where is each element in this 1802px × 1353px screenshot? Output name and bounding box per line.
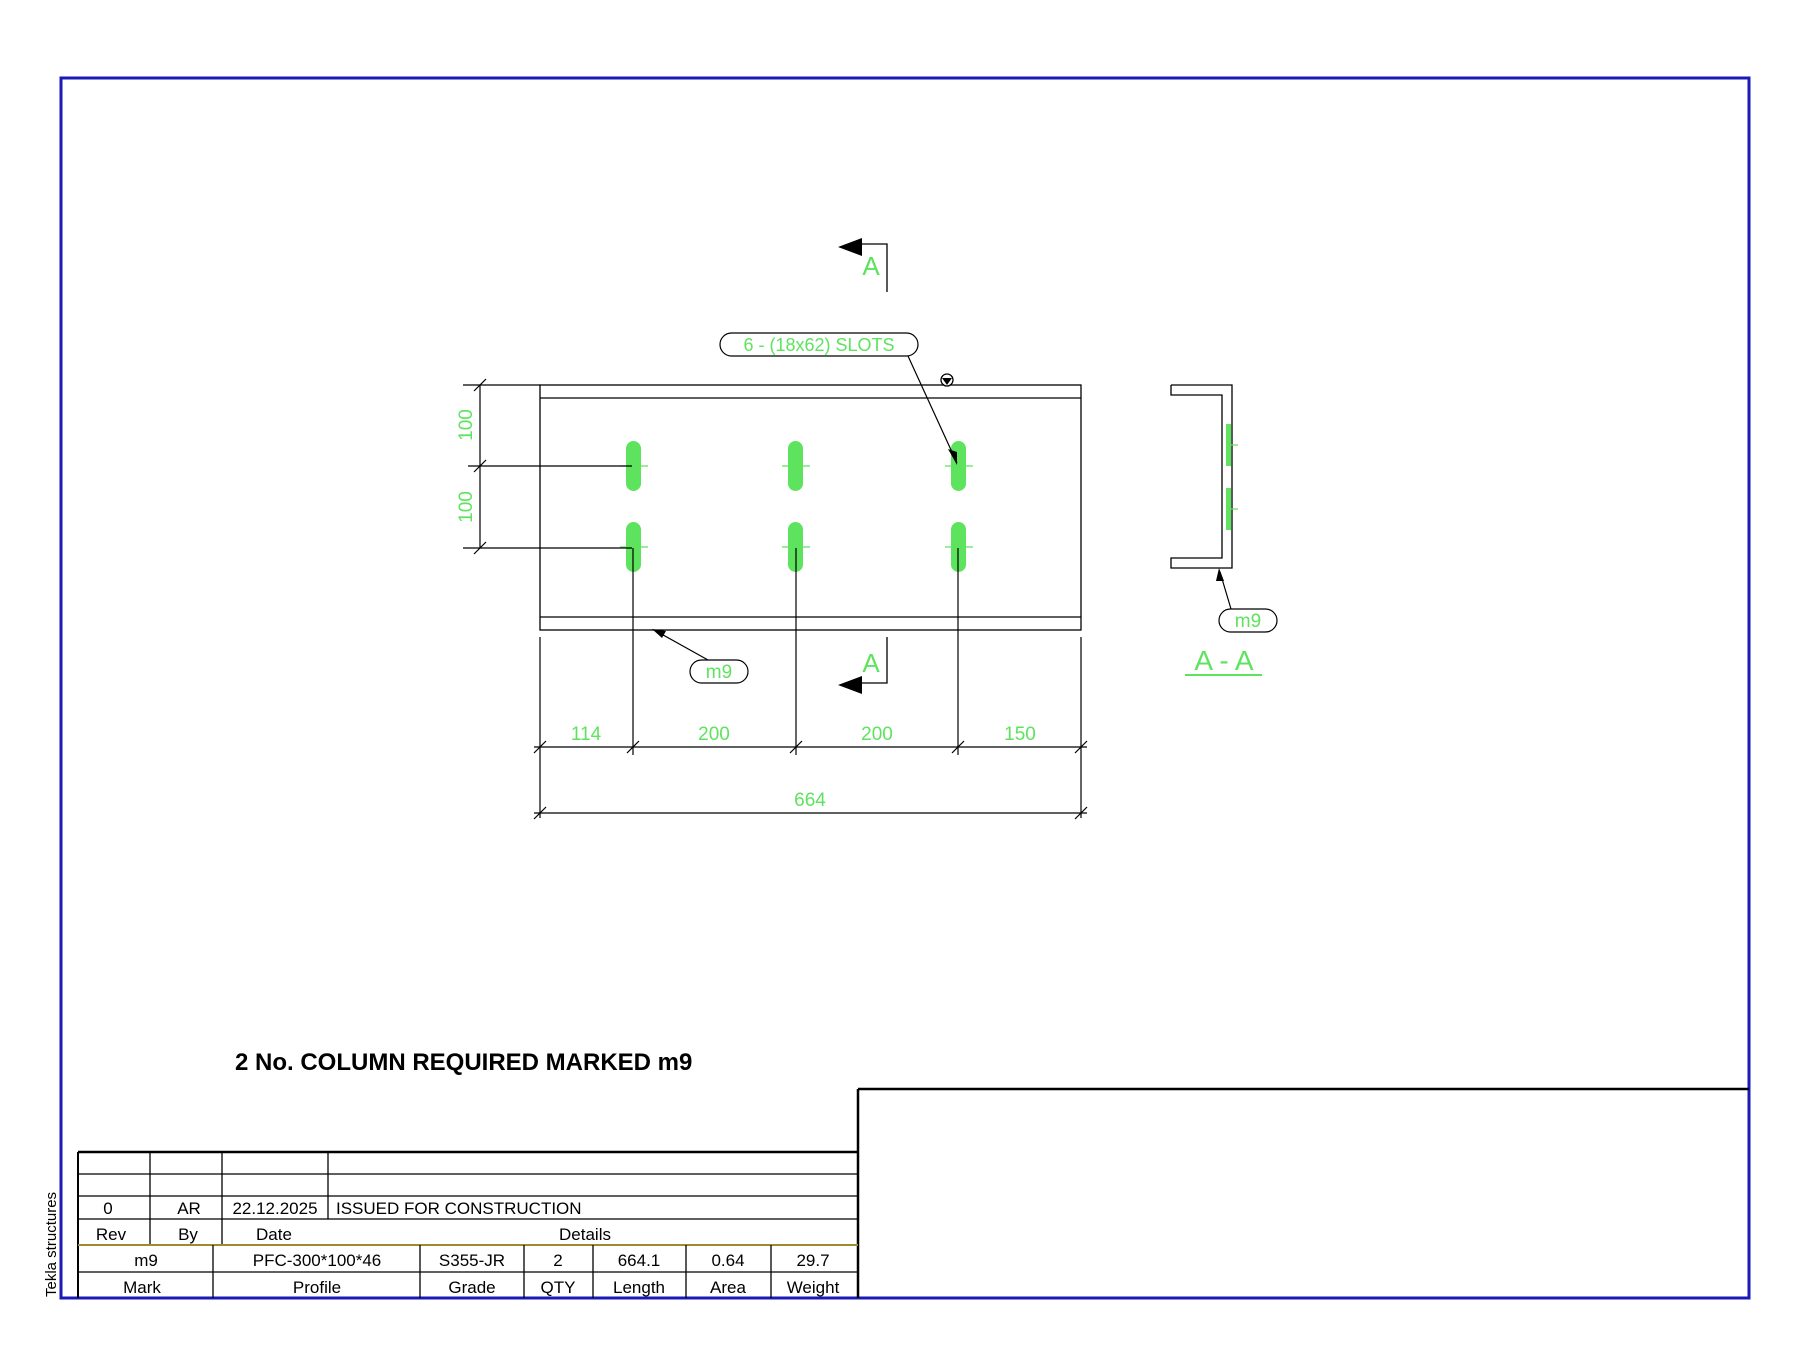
drawing-note: 2 No. COLUMN REQUIRED MARKED m9 bbox=[235, 1049, 692, 1076]
slot-centre-marks bbox=[620, 465, 973, 548]
part-weight: 29.7 bbox=[796, 1251, 829, 1270]
revision-rev: 0 bbox=[103, 1199, 112, 1218]
dimension-vertical: 100 bbox=[456, 409, 477, 441]
slots-leader bbox=[907, 355, 958, 464]
revision-table-grid bbox=[77, 1150, 858, 1298]
part-area: 0.64 bbox=[711, 1251, 744, 1270]
slots-leader-arrow bbox=[948, 449, 957, 465]
dimension-horizontal: 200 bbox=[698, 724, 730, 745]
revision-by: AR bbox=[177, 1199, 201, 1218]
part-mark-plan: m9 bbox=[706, 662, 732, 683]
revision-header-details: Details bbox=[559, 1225, 611, 1244]
parts-header-mark: Mark bbox=[123, 1278, 161, 1297]
side-label: Tekla structures bbox=[43, 1192, 60, 1297]
slots-callout-box bbox=[719, 332, 919, 357]
revision-header-date: Date bbox=[256, 1225, 292, 1244]
plan-view bbox=[539, 384, 1082, 631]
parts-header-profile: Profile bbox=[293, 1278, 341, 1297]
section-letter-top: A bbox=[862, 251, 880, 281]
slots-callout: 6 - (18x62) SLOTS bbox=[743, 335, 894, 355]
section-letter-bottom: A bbox=[862, 648, 880, 678]
horizontal-dimension bbox=[533, 548, 1088, 820]
section-view-label: A - A bbox=[1194, 645, 1253, 676]
section-cut-marker-top bbox=[838, 238, 888, 292]
part-mark-section-box bbox=[1218, 608, 1278, 633]
vertical-dimension bbox=[463, 378, 632, 555]
revision-header-rev: Rev bbox=[96, 1225, 127, 1244]
dimension-vertical: 100 bbox=[456, 491, 477, 523]
parts-header-grade: Grade bbox=[448, 1278, 495, 1297]
part-mark-plan-leader bbox=[655, 630, 709, 661]
channel-outline bbox=[539, 384, 1082, 631]
part-mark: m9 bbox=[134, 1251, 158, 1270]
part-profile: PFC-300*100*46 bbox=[253, 1251, 382, 1270]
part-qty: 2 bbox=[553, 1251, 562, 1270]
parts-header-qty: QTY bbox=[541, 1278, 576, 1297]
parts-header-length: Length bbox=[613, 1278, 665, 1297]
parts-header-area: Area bbox=[710, 1278, 746, 1297]
dimension-horizontal: 200 bbox=[861, 724, 893, 745]
revision-date: 22.12.2025 bbox=[232, 1199, 317, 1218]
part-length: 664.1 bbox=[618, 1251, 661, 1270]
sheet-border bbox=[59, 76, 1751, 1300]
parts-header-weight: Weight bbox=[787, 1278, 840, 1297]
section-view-a-a bbox=[1170, 384, 1233, 569]
section-cut-marker-bottom bbox=[838, 637, 888, 694]
dimension-horizontal: 114 bbox=[571, 724, 602, 745]
part-grade: S355-JR bbox=[439, 1251, 505, 1270]
title-block bbox=[856, 1087, 1749, 1298]
dimension-horizontal: 150 bbox=[1004, 724, 1036, 745]
part-mark-section: m9 bbox=[1235, 611, 1261, 632]
part-mark-plan-box bbox=[689, 659, 749, 684]
revision-details: ISSUED FOR CONSTRUCTION bbox=[336, 1199, 582, 1218]
revision-header-by: By bbox=[178, 1225, 198, 1244]
dimension-overall: 664 bbox=[794, 790, 826, 811]
